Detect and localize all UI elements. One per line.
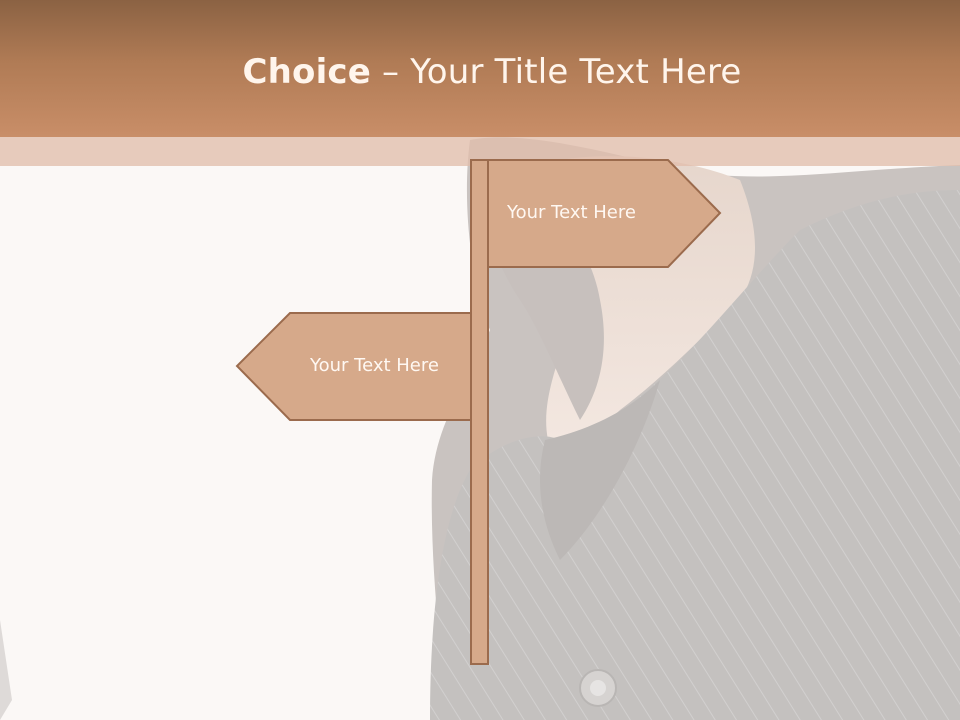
sign-left-text: Your Text Here [310, 355, 439, 376]
sign-right-text: Your Text Here [507, 202, 636, 223]
sign-arrow-left [235, 312, 472, 421]
slide-title: Choice – Your Title Text Here [0, 52, 960, 92]
signpost-pole [470, 159, 489, 665]
title-rest: – Your Title Text Here [371, 52, 742, 92]
sign-arrow-right [487, 159, 722, 268]
title-bold: Choice [242, 52, 372, 92]
title-bar [0, 0, 960, 137]
